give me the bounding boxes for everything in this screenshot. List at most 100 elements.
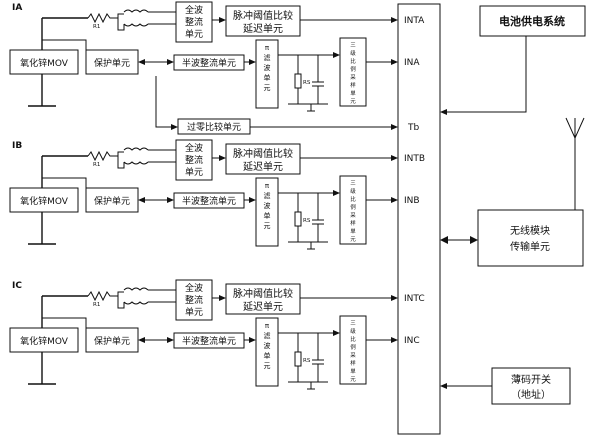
zero-cross-label: 过零比较单元 bbox=[187, 121, 241, 133]
ts-l2: 级 bbox=[350, 327, 356, 335]
protect-arrow-r bbox=[167, 197, 174, 203]
phase-channel-ib: IB R1 全波 整流 单元 脉冲阈值比较 延迟单元 INTB 氧化锌MOV bbox=[9, 139, 425, 250]
full-wave-l2: 整流 bbox=[185, 294, 203, 306]
transformer-icon bbox=[123, 287, 149, 305]
resistor-label: R1 bbox=[93, 302, 100, 308]
in-port-label: INC bbox=[404, 336, 420, 346]
mov-label: 氧化锌MOV bbox=[20, 195, 69, 207]
pi-l4: 单 bbox=[264, 211, 271, 220]
zero-cross-input bbox=[155, 76, 174, 128]
primary-lead bbox=[117, 13, 124, 18]
pi-l3: 波 bbox=[264, 341, 271, 350]
pi-filter-box bbox=[255, 317, 279, 387]
resistor-label: R1 bbox=[93, 24, 100, 30]
full-wave-l1: 全波 bbox=[185, 282, 203, 294]
phase-label: IC bbox=[12, 281, 22, 291]
pi-l1: π bbox=[265, 322, 270, 330]
ts-l4: 例 bbox=[350, 203, 356, 211]
in-arrow bbox=[391, 59, 398, 65]
primary-lead bbox=[117, 291, 124, 296]
capacitor-icon bbox=[312, 219, 324, 225]
full-wave-l1: 全波 bbox=[185, 142, 203, 154]
ts-l5: 采 bbox=[350, 211, 356, 219]
pulse-box bbox=[225, 143, 301, 175]
secondary-leads bbox=[148, 289, 160, 303]
ts-l1: 三 bbox=[350, 42, 356, 49]
pi-l5: 元 bbox=[264, 222, 271, 230]
primary-return bbox=[117, 296, 125, 309]
ts-l1: 三 bbox=[350, 320, 356, 327]
to-fullwave bbox=[160, 149, 176, 163]
to-protect bbox=[42, 177, 87, 188]
pi-l2: 滤 bbox=[264, 331, 271, 340]
pi-l4: 单 bbox=[264, 351, 271, 360]
pulse-l2: 延迟单元 bbox=[243, 160, 283, 173]
pi-l2: 滤 bbox=[264, 191, 271, 200]
rs-label: RS bbox=[303, 80, 311, 86]
full-wave-box bbox=[175, 1, 213, 43]
pi-l2: 滤 bbox=[264, 53, 271, 62]
phase-channel-ic: IC R1 全波 整流 单元 脉冲阈值比较 延迟单元 INTC 氧化锌MOV bbox=[9, 279, 425, 390]
rs-resistor bbox=[294, 211, 302, 227]
pi-filter-box bbox=[255, 177, 279, 247]
int-arrow bbox=[391, 155, 398, 161]
phase-channels: IA R1 全波 整流 单元 脉冲阈值比较 延迟单元 INTA 氧化锌MOV bbox=[9, 1, 425, 390]
resistor-r1 bbox=[87, 290, 118, 302]
protect-arrow-r bbox=[167, 59, 174, 65]
in-port-label: INA bbox=[404, 58, 420, 68]
ts-l7: 单 bbox=[350, 89, 356, 97]
pi-filter-box bbox=[255, 39, 279, 109]
pi-arrow bbox=[333, 52, 340, 58]
pulse-l1: 脉冲阈值比较 bbox=[233, 147, 293, 160]
ts-l6: 样 bbox=[350, 359, 356, 367]
protect-box bbox=[85, 187, 139, 213]
rs-lead-bottom bbox=[288, 88, 328, 105]
phase-channel-ia: IA R1 全波 整流 单元 脉冲阈值比较 延迟单元 INTA 氧化锌MOV bbox=[9, 1, 425, 112]
ts-l4: 例 bbox=[350, 65, 356, 73]
phase-label: IA bbox=[12, 3, 22, 13]
dip-label-line1: 薄码开关 bbox=[511, 373, 551, 386]
ts-l1: 三 bbox=[350, 180, 356, 187]
int-port-label: INTA bbox=[404, 16, 425, 26]
full-wave-l1: 全波 bbox=[185, 4, 203, 16]
protect-label: 保护单元 bbox=[94, 335, 130, 347]
phase-label: IB bbox=[12, 141, 22, 151]
battery-wire bbox=[444, 36, 527, 113]
mov-label: 氧化锌MOV bbox=[20, 335, 69, 347]
mov-box bbox=[9, 49, 79, 75]
rs-resistor bbox=[294, 351, 302, 367]
wireless-arrow-right bbox=[470, 236, 478, 244]
rs-resistor bbox=[294, 73, 302, 89]
half-wave-label: 半波整流单元 bbox=[182, 335, 236, 347]
pi-l5: 元 bbox=[264, 84, 271, 92]
ts-l5: 采 bbox=[350, 73, 356, 81]
pi-l4: 单 bbox=[264, 73, 271, 82]
wireless-label-line1: 无线模块 bbox=[510, 224, 550, 237]
pi-l3: 波 bbox=[264, 201, 271, 210]
fw-arrow bbox=[219, 295, 226, 301]
dip-box bbox=[491, 367, 571, 405]
ts-l4: 例 bbox=[350, 343, 356, 351]
rs-label: RS bbox=[303, 358, 311, 364]
pi-l1: π bbox=[265, 182, 270, 190]
wireless-box bbox=[477, 209, 584, 267]
ground-small-icon bbox=[307, 104, 315, 112]
full-wave-l2: 整流 bbox=[185, 16, 203, 28]
primary-return bbox=[117, 18, 125, 31]
mov-label: 氧化锌MOV bbox=[20, 57, 69, 69]
capacitor-icon bbox=[312, 81, 324, 87]
ground-small-icon bbox=[307, 382, 315, 390]
pulse-l1: 脉冲阈值比较 bbox=[233, 9, 293, 22]
pi-l3: 波 bbox=[264, 63, 271, 72]
tb-port-label: Tb bbox=[407, 123, 419, 133]
protect-label: 保护单元 bbox=[94, 195, 130, 207]
full-wave-l3: 单元 bbox=[185, 28, 203, 40]
battery-label: 电池供电系统 bbox=[499, 14, 565, 28]
battery-arrow bbox=[440, 109, 447, 115]
wireless-arrow-left bbox=[440, 236, 448, 244]
pulse-box bbox=[225, 5, 301, 37]
battery-box bbox=[479, 5, 586, 37]
transformer-icon bbox=[123, 9, 149, 27]
half-arrow bbox=[249, 197, 256, 203]
